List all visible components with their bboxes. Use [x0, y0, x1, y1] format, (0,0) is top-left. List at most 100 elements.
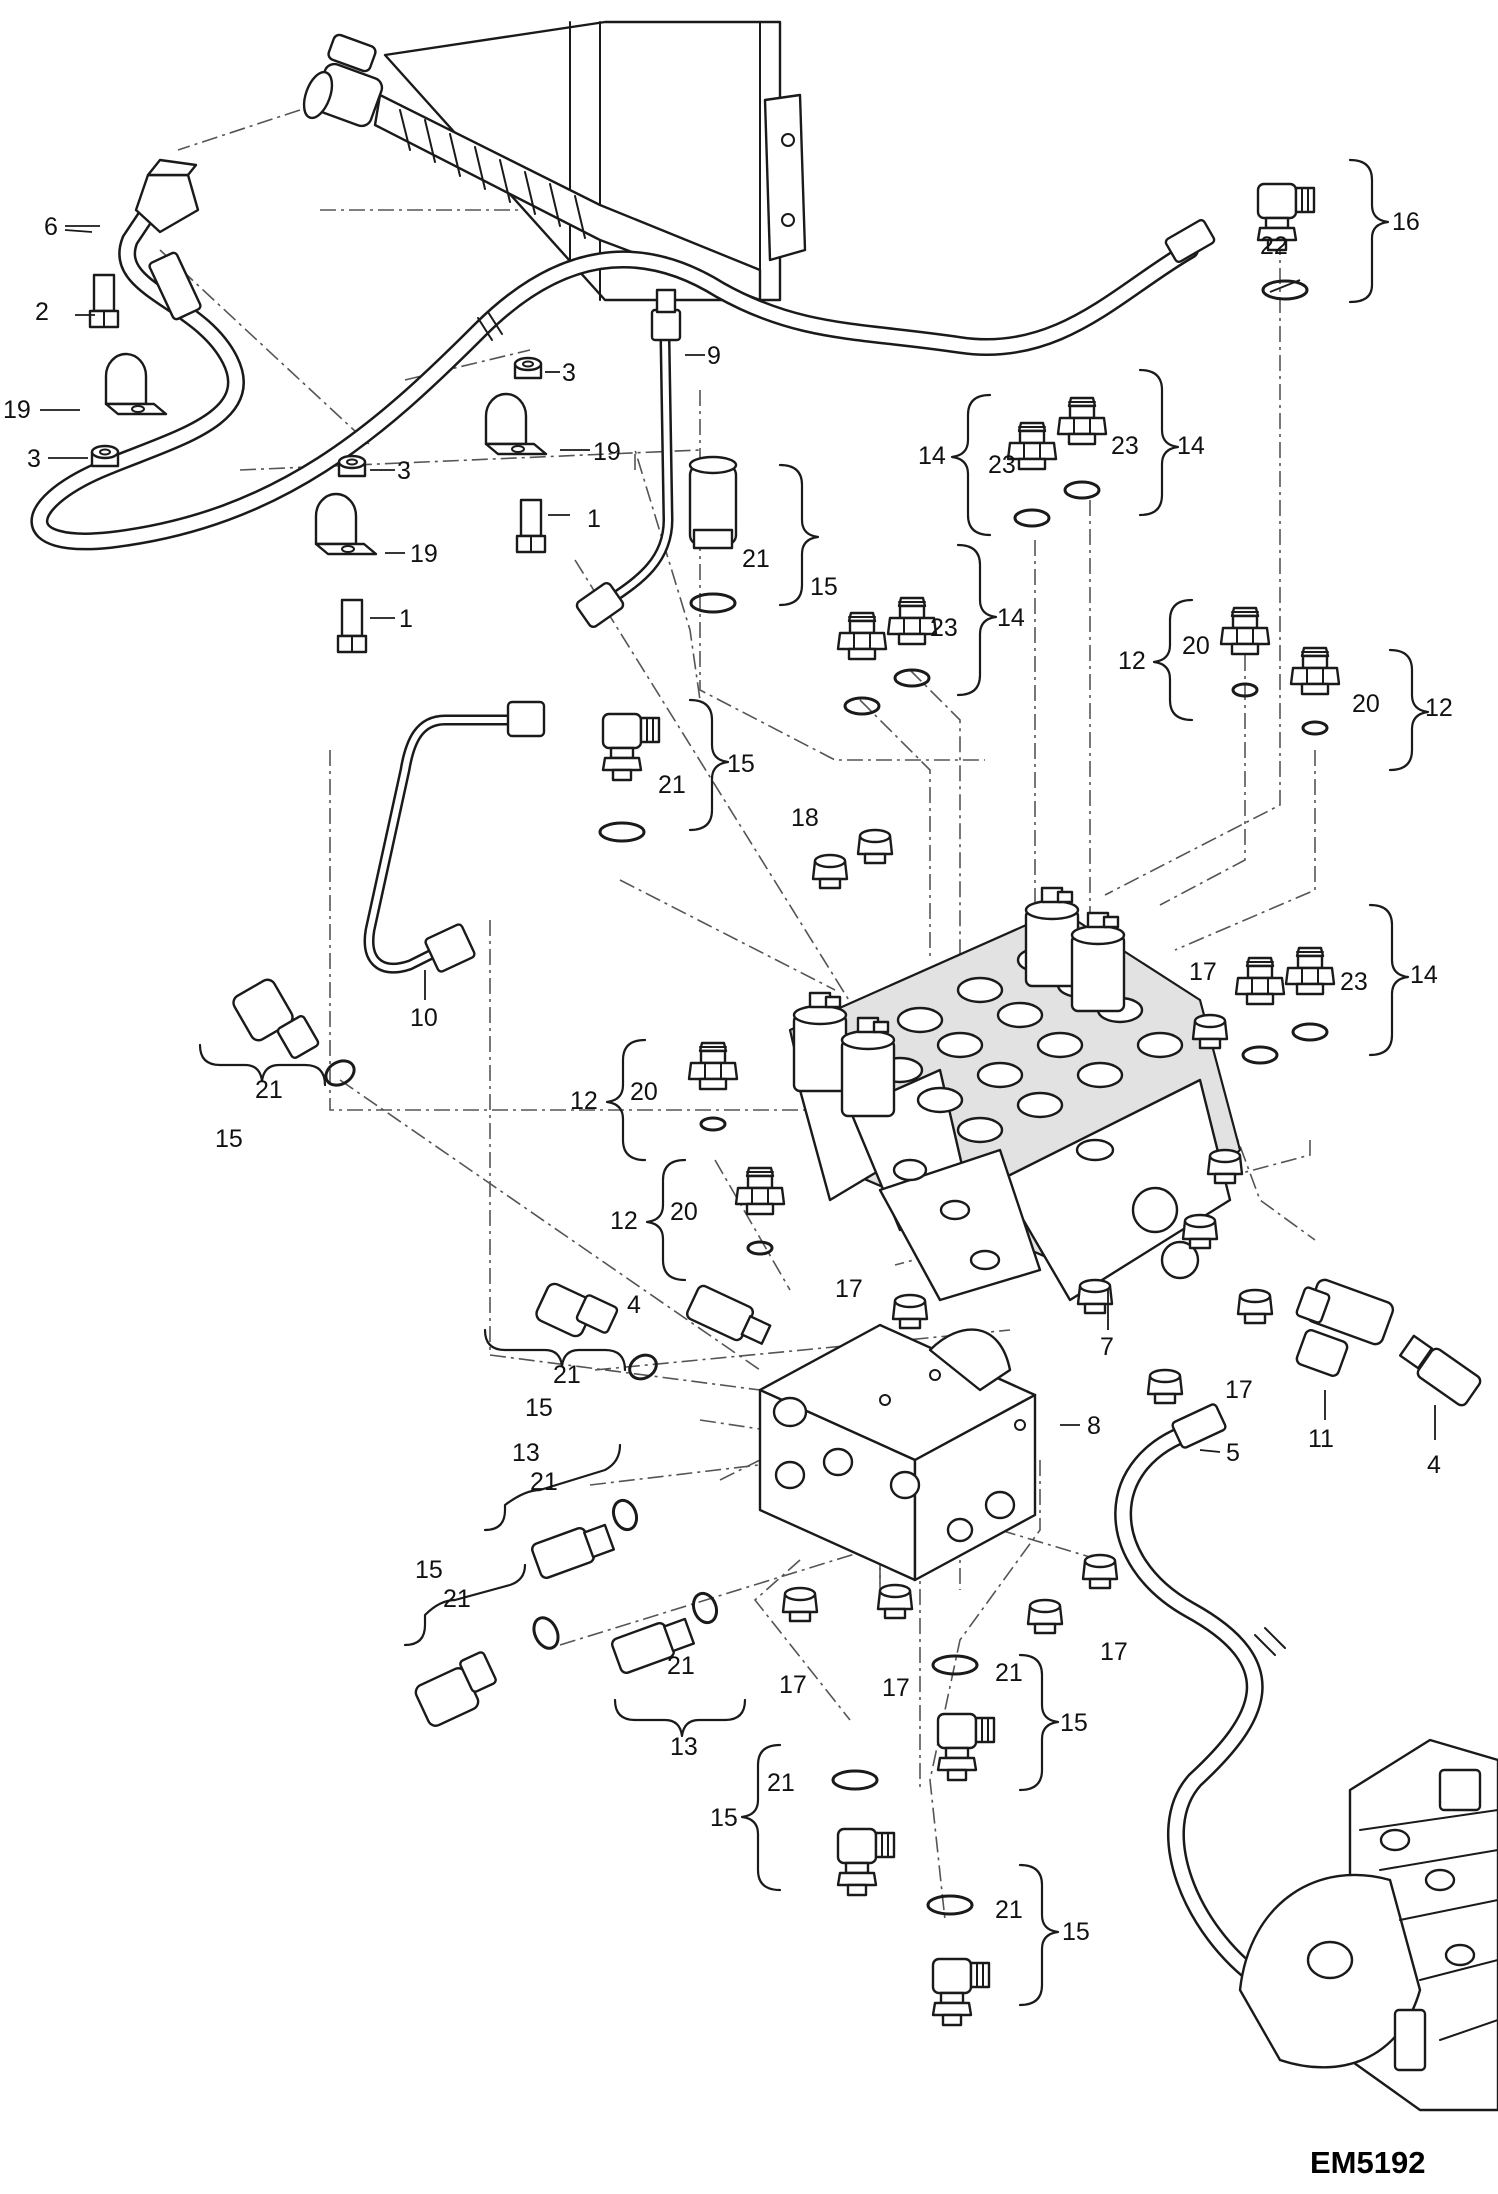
- plug-17-low-right: [1081, 1553, 1119, 1590]
- callout-21: 21: [553, 1361, 581, 1389]
- clamp-set-center: [484, 356, 548, 554]
- nipple-12a: [1219, 606, 1271, 656]
- elbow-15-low-b: [831, 1769, 896, 1897]
- callout-3: 3: [562, 359, 576, 387]
- sensor-4-right: [1398, 1334, 1482, 1407]
- elbow-15-mid: [535, 1282, 658, 1381]
- callout-21: 21: [742, 545, 770, 573]
- elbow-15-lowleft: [414, 1616, 560, 1727]
- elbow-15-upper: [598, 712, 661, 843]
- callout-12: 12: [1425, 694, 1453, 722]
- nipple-12d: [734, 1166, 786, 1216]
- callout-20: 20: [670, 1198, 698, 1226]
- callout-20: 20: [1182, 632, 1210, 660]
- nipple-14d: [1234, 956, 1286, 1006]
- callout-23: 23: [988, 451, 1016, 479]
- adapter-13-upper: [531, 1498, 639, 1580]
- callout-15: 15: [727, 750, 755, 778]
- callout-labels: 1 1 2 3 3 3 4 4 5 6 7 8 9 10 11 12 12 12…: [3, 208, 1453, 1946]
- callout-12: 12: [610, 1207, 638, 1235]
- solenoid-d: [1070, 911, 1126, 1013]
- callout-20: 20: [630, 1078, 658, 1106]
- elbow-15-low-c: [926, 1894, 991, 2027]
- callout-19: 19: [593, 438, 621, 466]
- nipple-12b: [1289, 646, 1341, 696]
- callout-4: 4: [1427, 1451, 1441, 1479]
- callout-1: 1: [399, 605, 413, 633]
- plug-17-right-b: [1146, 1368, 1184, 1405]
- nipple-14b: [1056, 396, 1108, 446]
- plug-17-low-mid: [1026, 1598, 1064, 1635]
- plug-17-low-center: [876, 1583, 914, 1620]
- tube-9: [575, 288, 682, 628]
- callout-14: 14: [997, 604, 1025, 632]
- drawing-code: EM5192: [1310, 2145, 1425, 2180]
- sensor-4-left: [685, 1284, 772, 1345]
- callout-21: 21: [767, 1769, 795, 1797]
- callout-15: 15: [415, 1556, 443, 1584]
- plug-valve-front: [1076, 1278, 1114, 1315]
- plug-17-low-left: [781, 1586, 819, 1623]
- callout-22: 22: [1260, 232, 1288, 260]
- callout-9: 9: [707, 342, 721, 370]
- callout-7: 7: [1100, 1333, 1114, 1361]
- callout-3: 3: [27, 445, 41, 473]
- elbow-16: [1256, 182, 1316, 301]
- elbow-15-left: [232, 978, 356, 1087]
- callout-13: 13: [512, 1439, 540, 1467]
- hose-6: [30, 158, 1216, 551]
- callout-19: 19: [410, 540, 438, 568]
- callout-16: 16: [1392, 208, 1420, 236]
- callout-19: 19: [3, 396, 31, 424]
- plug-18a: [811, 853, 849, 890]
- callout-15: 15: [710, 1804, 738, 1832]
- callout-17: 17: [1189, 958, 1217, 986]
- nipple-14c: [886, 596, 938, 646]
- callout-15: 15: [1062, 1918, 1090, 1946]
- callout-17: 17: [1100, 1638, 1128, 1666]
- callout-21: 21: [995, 1896, 1023, 1924]
- solenoid-b: [840, 1016, 896, 1118]
- callout-2: 2: [35, 298, 49, 326]
- solenoid-a: [792, 991, 848, 1093]
- callout-21: 21: [658, 771, 686, 799]
- callout-15: 15: [215, 1125, 243, 1153]
- plug-17-center: [891, 1293, 929, 1330]
- tube-10: [363, 700, 546, 974]
- callout-21: 21: [255, 1076, 283, 1104]
- callout-12: 12: [1118, 647, 1146, 675]
- callout-8: 8: [1087, 1412, 1101, 1440]
- callout-17: 17: [835, 1275, 863, 1303]
- callout-14: 14: [1177, 432, 1205, 460]
- callout-18: 18: [791, 804, 819, 832]
- plug-17-right-a: [1236, 1288, 1274, 1325]
- solenoid-c: [1024, 886, 1080, 988]
- callout-15: 15: [525, 1394, 553, 1422]
- nipple-12c: [687, 1041, 739, 1091]
- callout-10: 10: [410, 1004, 438, 1032]
- callout-3: 3: [397, 457, 411, 485]
- callout-20: 20: [1352, 690, 1380, 718]
- callout-leaders: [40, 225, 1436, 1453]
- callout-5: 5: [1226, 1439, 1240, 1467]
- elbow-11: [1295, 1278, 1395, 1377]
- callout-23: 23: [1340, 968, 1368, 996]
- callout-6: 6: [44, 213, 58, 241]
- callout-14: 14: [1410, 961, 1438, 989]
- callout-17: 17: [779, 1671, 807, 1699]
- callout-23: 23: [1111, 432, 1139, 460]
- clamp-set-left: [88, 273, 168, 468]
- nipple-14e: [1284, 946, 1336, 996]
- control-valve-7: [788, 886, 1244, 1315]
- manifold-block-8: [758, 1323, 1037, 1582]
- callout-12: 12: [570, 1087, 598, 1115]
- plug-18b: [856, 828, 894, 865]
- assembly-leader-lines: [159, 109, 1316, 1921]
- callout-4: 4: [627, 1291, 641, 1319]
- callout-1: 1: [587, 505, 601, 533]
- nipple-15a: [836, 611, 888, 661]
- hydraulic-pump: [1238, 1738, 1498, 2112]
- elbow-15-low-a: [931, 1654, 996, 1782]
- callout-13: 13: [670, 1733, 698, 1761]
- callout-11: 11: [1308, 1425, 1334, 1453]
